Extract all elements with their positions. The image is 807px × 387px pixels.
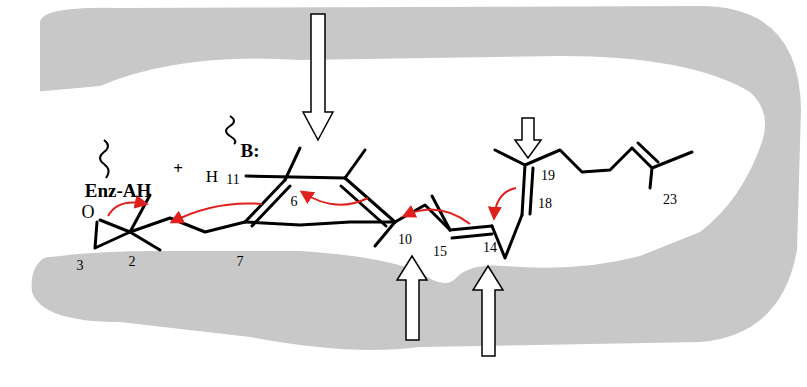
oxidosqualene <box>95 143 692 258</box>
residue-arrows <box>303 14 541 356</box>
active-site-cavity <box>0 56 765 283</box>
curved-arrow <box>302 192 368 205</box>
epoxide-ring <box>95 220 130 248</box>
methyl-bond <box>495 150 525 165</box>
carbon-number: 10 <box>397 233 413 247</box>
methyl-bond <box>650 152 692 188</box>
methyl-bond <box>375 222 395 246</box>
enzyme-base-label: B: <box>240 141 261 160</box>
curved-arrow <box>108 203 146 217</box>
chain-bond <box>245 222 395 225</box>
carbon-number: 14 <box>482 241 498 255</box>
chain-bond <box>130 218 245 232</box>
carbon-number: 18 <box>537 197 553 211</box>
methyl-bond <box>345 150 365 178</box>
carbon-number: 15 <box>432 245 448 259</box>
carbon-number: 11 <box>225 173 240 187</box>
curved-arrow <box>172 203 262 222</box>
enzyme-acid-label: Enz-AH <box>84 181 153 200</box>
atom-label: H <box>205 168 219 185</box>
carbon-number: 7 <box>236 255 245 269</box>
charge-sign: + <box>172 160 184 177</box>
double-bond <box>632 143 658 168</box>
carbon-number: 19 <box>540 169 556 183</box>
carbon-number: 6 <box>290 195 299 209</box>
block-arrow <box>473 266 503 356</box>
methyl-bond <box>285 148 300 180</box>
curved-arrow <box>494 188 516 218</box>
curved-arrow <box>404 210 470 224</box>
carbon-number: 23 <box>662 193 678 207</box>
hydrogen-bond-line <box>246 176 345 178</box>
carbon-number: 2 <box>128 255 137 269</box>
carbon-number: 3 <box>76 259 85 273</box>
wavy-line <box>100 140 109 178</box>
double-bond <box>341 178 395 226</box>
double-bond <box>522 165 533 215</box>
block-arrow <box>515 118 541 158</box>
atom-label: O <box>81 203 96 221</box>
block-arrow <box>303 14 333 140</box>
wavy-line <box>226 116 235 144</box>
block-arrow <box>397 256 427 340</box>
double-bond <box>450 226 492 238</box>
electron-arrows <box>108 188 516 224</box>
